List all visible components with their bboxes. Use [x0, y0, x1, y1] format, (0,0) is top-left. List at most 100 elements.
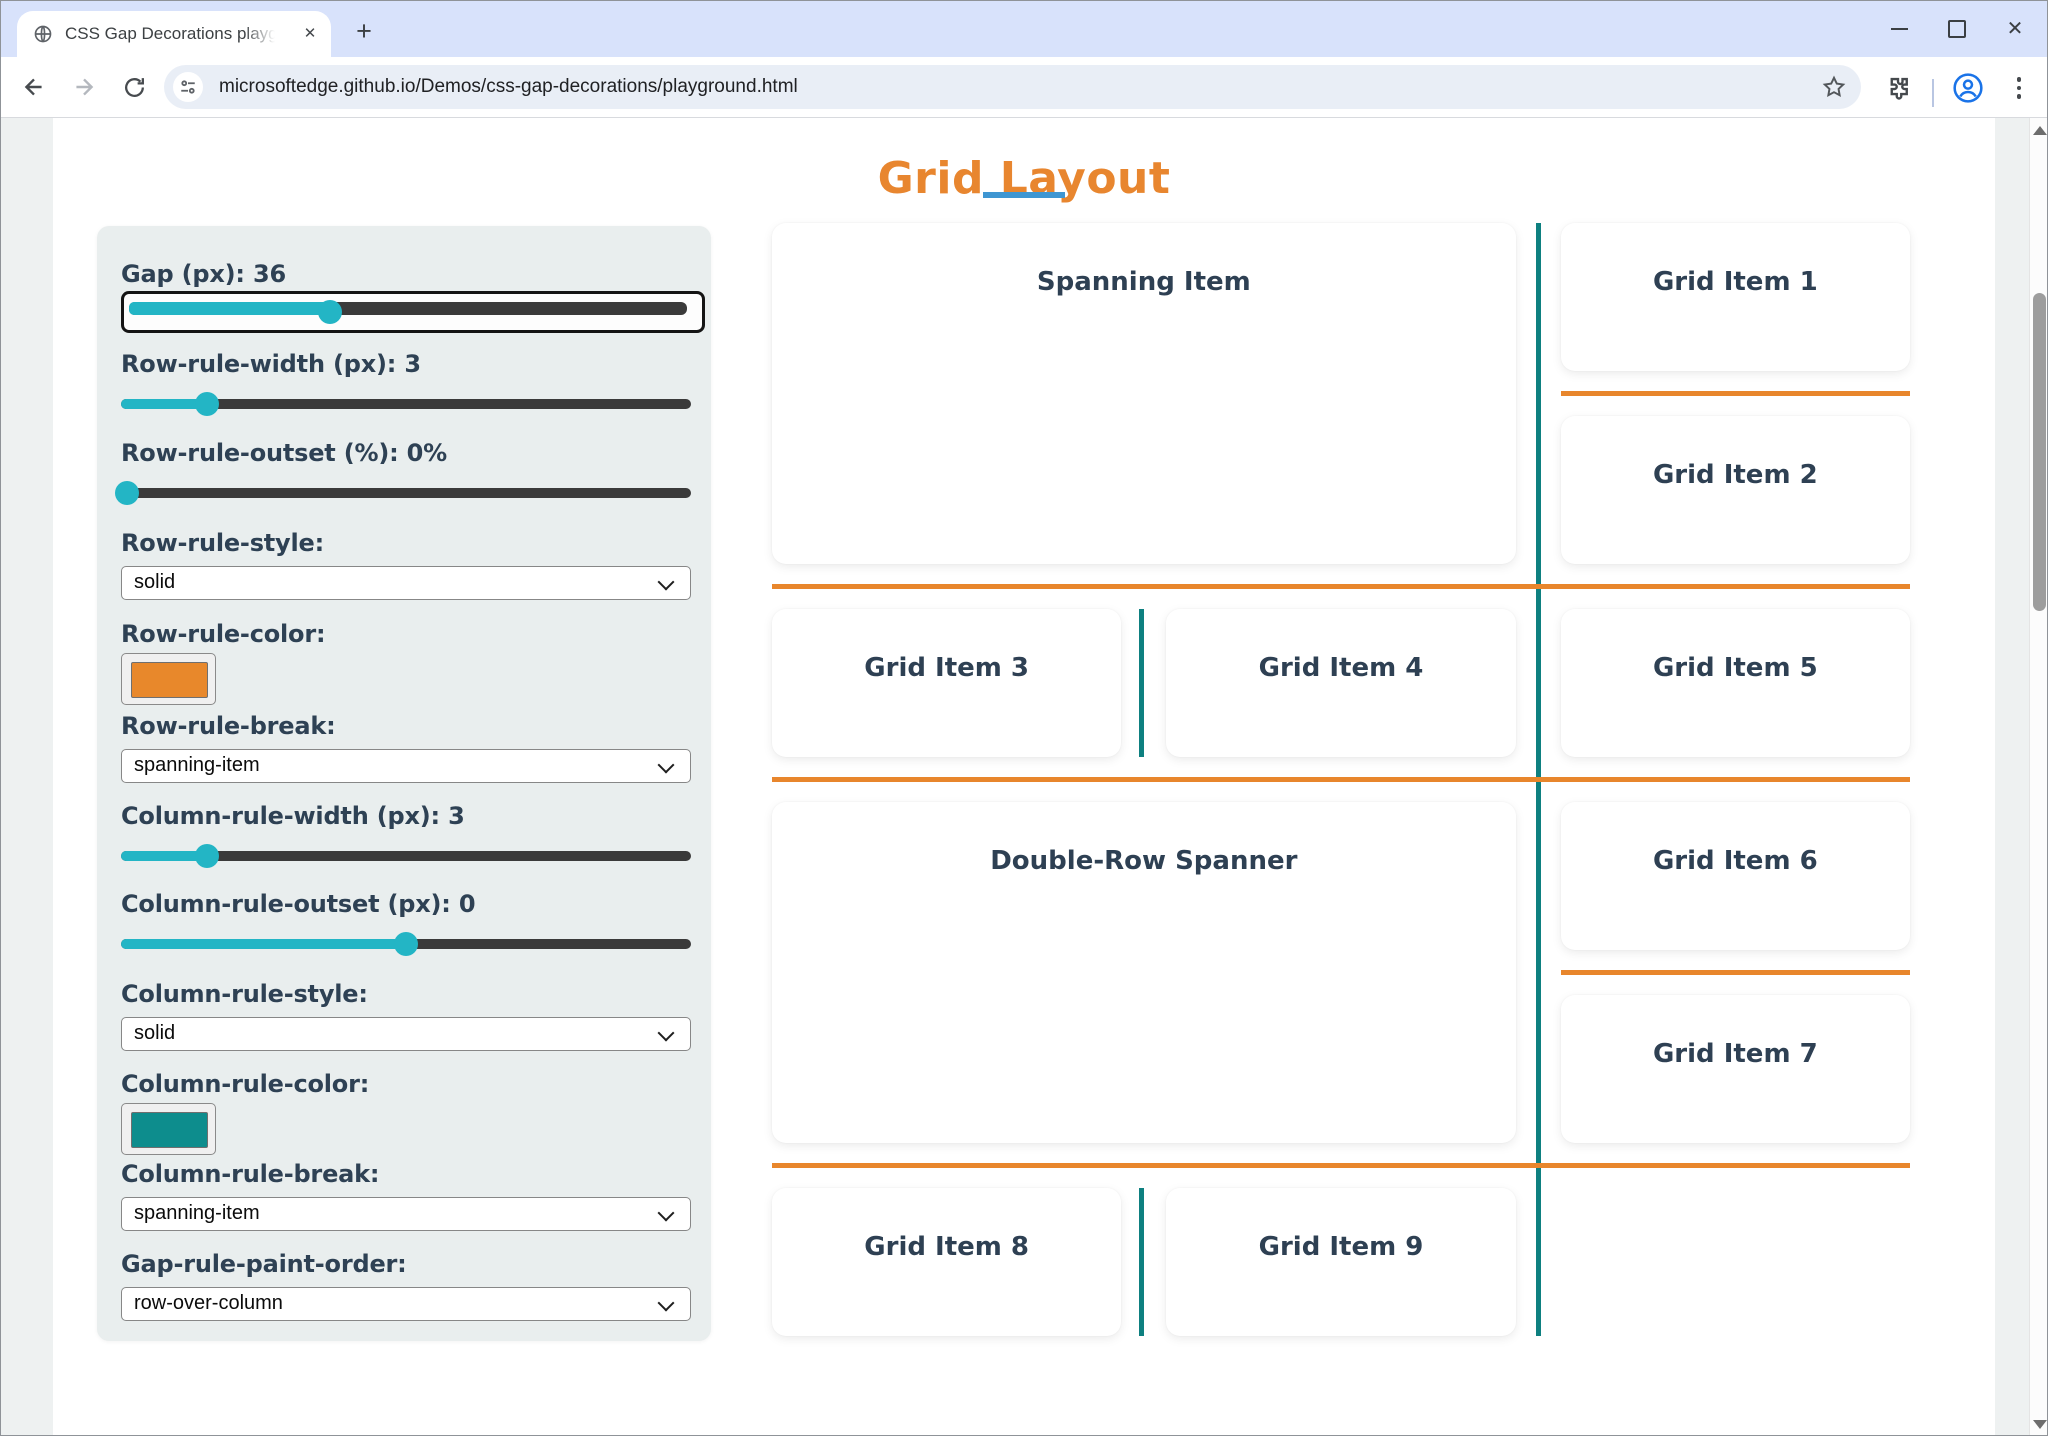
- slider-fill: [121, 939, 406, 949]
- slider-track[interactable]: [114, 481, 691, 505]
- chevron-down-icon: [657, 756, 675, 774]
- slider-fill: [129, 302, 330, 315]
- scrollbar-up-arrow[interactable]: [2033, 126, 2047, 135]
- window-maximize-button[interactable]: [1933, 1, 1981, 57]
- grid-card-double-row-spanner: Double-Row Spanner: [772, 802, 1516, 1143]
- scrollbar-thumb[interactable]: [2033, 293, 2046, 611]
- controls-panel: Gap (px): 36 Row-rule-width (px): 3: [97, 226, 711, 1341]
- toolbar-separator: [1932, 79, 1934, 107]
- slider-thumb[interactable]: [317, 300, 342, 324]
- grid-card-9: Grid Item 9: [1166, 1188, 1516, 1336]
- row-rule-style-select[interactable]: solid: [121, 566, 691, 600]
- row-rule-segment: [772, 1163, 1910, 1168]
- slider-track[interactable]: [121, 932, 691, 956]
- reload-button[interactable]: [113, 66, 155, 108]
- column-rule-break-select[interactable]: spanning-item: [121, 1197, 691, 1231]
- tab-close-icon[interactable]: ✕: [303, 25, 317, 42]
- grid-demo: Spanning Item Grid Item 1 Grid Item 2 Gr…: [772, 223, 1910, 1336]
- dot: [2016, 85, 2022, 91]
- column-rule-break-label: Column-rule-break:: [121, 1160, 380, 1188]
- chevron-down-icon: [657, 1024, 675, 1042]
- slider-thumb[interactable]: [194, 844, 219, 868]
- page-viewport: Grid Layout Gap (px): 36: [1, 118, 2047, 1435]
- row-rule-segment: [772, 777, 1910, 782]
- slider-thumb[interactable]: [114, 481, 139, 505]
- color-chip: [131, 662, 208, 698]
- row-rule-segment: [1561, 970, 1910, 975]
- gap-slider[interactable]: [129, 298, 687, 324]
- row-rule-width-control: Row-rule-width (px): 3: [121, 349, 693, 416]
- minimize-icon: [1890, 28, 1908, 30]
- dot: [2016, 77, 2022, 82]
- bookmark-star-icon[interactable]: [1821, 74, 1847, 100]
- title-underline: [983, 192, 1065, 198]
- row-rule-outset-label: Row-rule-outset (%): 0%: [121, 439, 448, 467]
- page-scrollbar[interactable]: [2029, 118, 2047, 1435]
- back-arrow-icon: [24, 78, 42, 96]
- grid-card-7: Grid Item 7: [1560, 995, 1910, 1143]
- row-rule-outset-slider[interactable]: [114, 481, 691, 505]
- slider-track[interactable]: [121, 844, 691, 868]
- forward-arrow-icon: [76, 78, 94, 96]
- site-info-icon[interactable]: [173, 72, 203, 102]
- browser-tab[interactable]: CSS Gap Decorations playgroun ✕: [17, 11, 331, 57]
- extensions-button[interactable]: [1883, 74, 1913, 104]
- column-rule-style-control: Column-rule-style: solid: [121, 979, 693, 1051]
- color-chip: [131, 1112, 208, 1148]
- person-icon: [1953, 73, 1983, 103]
- column-rule-color-control: Column-rule-color:: [121, 1069, 693, 1155]
- row-rule-width-label: Row-rule-width (px): 3: [121, 350, 421, 378]
- row-rule-segment: [1561, 391, 1910, 396]
- page-content: Grid Layout Gap (px): 36: [53, 118, 1995, 1435]
- puzzle-icon: [1890, 77, 1908, 100]
- row-rule-width-slider[interactable]: [121, 392, 691, 416]
- select-value: solid: [134, 1022, 176, 1044]
- close-icon: ✕: [2006, 18, 2024, 40]
- address-bar[interactable]: microsoftedge.github.io/Demos/css-gap-de…: [164, 65, 1861, 109]
- row-rule-style-label: Row-rule-style:: [121, 529, 324, 557]
- slider-track[interactable]: [121, 392, 691, 416]
- scrollbar-down-arrow[interactable]: [2033, 1420, 2047, 1429]
- profile-avatar[interactable]: [1952, 72, 1984, 104]
- chevron-down-icon: [657, 573, 675, 591]
- grid-card-5: Grid Item 5: [1560, 609, 1910, 757]
- gap-rule-paint-order-select[interactable]: row-over-column: [121, 1287, 691, 1321]
- url-text[interactable]: microsoftedge.github.io/Demos/css-gap-de…: [219, 76, 798, 97]
- select-value: solid: [134, 571, 176, 593]
- window-minimize-button[interactable]: [1875, 1, 1923, 57]
- back-button[interactable]: [13, 66, 55, 108]
- slider-track[interactable]: [129, 300, 687, 324]
- column-rule-outset-slider[interactable]: [121, 932, 691, 956]
- slider-fill: [121, 399, 207, 409]
- grid-card-3: Grid Item 3: [772, 609, 1122, 757]
- column-rule-break-control: Column-rule-break: spanning-item: [121, 1159, 693, 1231]
- grid-card-4: Grid Item 4: [1166, 609, 1516, 757]
- slider-thumb[interactable]: [394, 932, 418, 956]
- row-rule-break-select[interactable]: spanning-item: [121, 749, 691, 783]
- maximize-icon: [1948, 20, 1966, 38]
- slider-thumb[interactable]: [194, 392, 219, 416]
- browser-toolbar: microsoftedge.github.io/Demos/css-gap-de…: [1, 57, 2047, 118]
- forward-button[interactable]: [63, 66, 105, 108]
- window-close-button[interactable]: ✕: [1991, 1, 2039, 57]
- gap-slider-focus-ring: [121, 291, 705, 333]
- grid-items: Spanning Item Grid Item 1 Grid Item 2 Gr…: [772, 223, 1910, 1336]
- column-rule-color-picker[interactable]: [121, 1103, 216, 1155]
- row-rule-break-label: Row-rule-break:: [121, 712, 336, 740]
- new-tab-button[interactable]: +: [356, 16, 372, 46]
- column-rule-segment: [1139, 1188, 1144, 1336]
- row-rule-color-label: Row-rule-color:: [121, 620, 326, 648]
- gap-rule-paint-order-label: Gap-rule-paint-order:: [121, 1250, 407, 1278]
- chevron-down-icon: [657, 1204, 675, 1222]
- row-rule-break-control: Row-rule-break: spanning-item: [121, 711, 693, 783]
- column-rule-style-select[interactable]: solid: [121, 1017, 691, 1051]
- column-rule-width-slider[interactable]: [121, 844, 691, 868]
- column-rule-width-control: Column-rule-width (px): 3: [121, 801, 693, 868]
- title-bar: CSS Gap Decorations playgroun ✕ + ✕: [1, 1, 2047, 57]
- tune-icon: [181, 80, 195, 94]
- browser-menu-button[interactable]: [2009, 73, 2029, 103]
- row-rule-color-picker[interactable]: [121, 653, 216, 705]
- row-rule-color-control: Row-rule-color:: [121, 619, 693, 705]
- grid-card-6: Grid Item 6: [1560, 802, 1910, 950]
